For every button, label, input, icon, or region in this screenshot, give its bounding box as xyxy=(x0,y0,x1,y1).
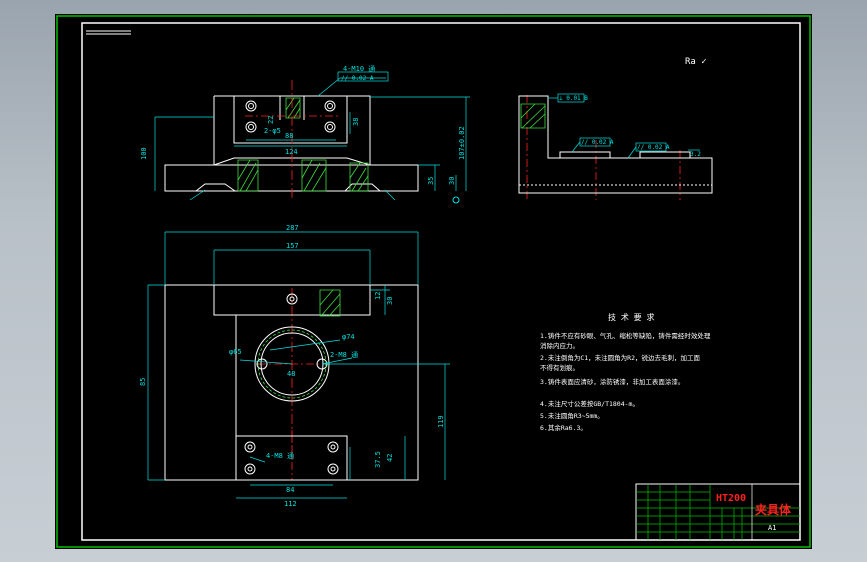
dim-65: φ65 xyxy=(229,348,242,356)
side-view-dim-text: ⊥ 0.01 B // 0.02 A // 0.02 A 3.2 xyxy=(559,95,701,158)
tol-b: // 0.02 A xyxy=(637,144,670,151)
plan-view xyxy=(164,284,419,481)
tech-req-line: 1.铸件不应有砂眼、气孔、缩松等缺陷，铸件需经时效处理 xyxy=(540,331,711,340)
dim-inner: 88 xyxy=(285,132,293,140)
front-view-dimensions xyxy=(154,71,470,201)
front-view-dim-text: 124 88 100 107±0.02 35 30 4-M10 通 // 0.0… xyxy=(140,64,466,185)
tech-req-title: 技 术 要 求 xyxy=(608,312,654,322)
dim-small-v: 38 xyxy=(352,118,360,126)
hole-note: 2-φ5 xyxy=(264,127,281,135)
tech-req-line: 3.铸件表面应清砂，涂防锈漆，非加工表面涂漆。 xyxy=(540,377,684,386)
dim-74: φ74 xyxy=(342,333,355,341)
dim-total-w: 287 xyxy=(286,224,299,232)
technical-requirements: 技 术 要 求 1.铸件不应有砂眼、气孔、缩松等缺陷，铸件需经时效处理 消除内应… xyxy=(540,312,711,432)
tech-req-line: 5.未注圆角R3~5mm。 xyxy=(540,411,604,420)
dim-height: 100 xyxy=(140,147,148,160)
dim-119: 119 xyxy=(437,415,445,428)
tech-req-line: 4.未注尺寸公差按GB/T1804-m。 xyxy=(540,399,639,408)
dim-112: 112 xyxy=(284,500,297,508)
title-scale: A1 xyxy=(768,524,776,532)
thread-callout-plan: 2-M8 通 xyxy=(330,350,358,359)
drawing-sheet xyxy=(55,14,812,549)
dim-slot: 35 xyxy=(427,177,435,185)
roughness-symbol: Ra ✓ xyxy=(685,57,707,67)
plan-view-dims xyxy=(147,231,450,499)
tol-a: // 0.02 A xyxy=(581,139,614,146)
side-view xyxy=(518,95,713,194)
dim-37: 37.5 xyxy=(374,451,382,468)
sheet-frame xyxy=(81,22,801,541)
tech-req-line: 2.未注倒角为C1，未注圆角为R2，锐边去毛刺，加工面 xyxy=(540,353,700,362)
dim-base-h: 30 xyxy=(448,177,456,185)
thread-callout-top: 4-M10 通 xyxy=(343,64,375,73)
plan-view-dim-text: 287 157 12 30 φ74 φ65 2-M8 通 48 85 119 3… xyxy=(139,224,445,508)
dim-48: 48 xyxy=(287,370,295,378)
dim-total-h: 85 xyxy=(139,378,147,386)
tech-req-line: 6.其余Ra6.3。 xyxy=(540,423,587,432)
title-material: HT200 xyxy=(716,493,746,504)
dim-84: 84 xyxy=(286,486,294,494)
dim-12: 12 xyxy=(374,292,382,300)
section-hatching xyxy=(237,97,369,192)
tol-top: ⊥ 0.01 B xyxy=(559,95,588,102)
side-view-dims xyxy=(548,93,700,159)
dim-overall-h: 107±0.02 xyxy=(458,126,466,160)
rough-label: 3.2 xyxy=(690,151,701,158)
tol-frame-top: // 0.02 A xyxy=(341,75,374,82)
dim-center-x: 124 xyxy=(285,148,298,156)
title-part-name: 夹具体 xyxy=(755,502,792,517)
dim-30: 30 xyxy=(386,297,394,305)
dim-top-w: 157 xyxy=(286,242,299,250)
side-view-hatch xyxy=(520,103,546,129)
tech-req-line: 不得有划痕。 xyxy=(540,363,579,372)
tech-req-line: 消除内应力。 xyxy=(540,341,579,350)
title-block xyxy=(635,483,801,541)
datum-symbol xyxy=(452,196,460,204)
front-view xyxy=(164,95,419,192)
bottom-thread: 4-M8 通 xyxy=(266,451,294,460)
sheet-border-outer xyxy=(56,15,811,548)
dim-42: 42 xyxy=(386,454,394,462)
dim-side-v: 22 xyxy=(267,116,275,124)
front-view-holes xyxy=(245,100,336,133)
